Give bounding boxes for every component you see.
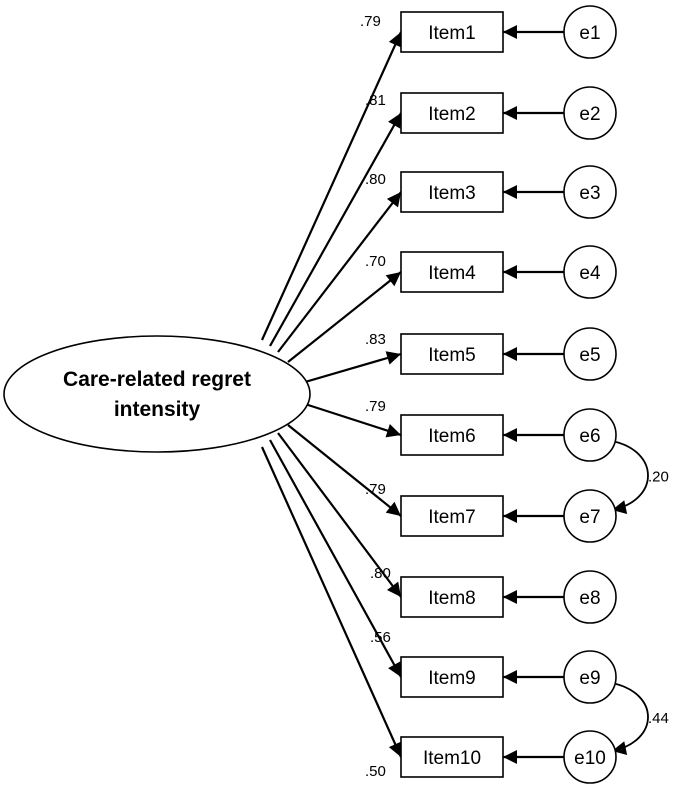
loading-path — [277, 191, 402, 353]
item-label: Item1 — [428, 23, 476, 44]
error-label: e10 — [574, 748, 606, 769]
error-circle — [563, 408, 617, 462]
covariance-label: .44 — [648, 710, 669, 727]
item-label: Item6 — [428, 426, 476, 447]
loading-path — [277, 432, 402, 598]
error-label: e9 — [579, 668, 600, 689]
item-box — [400, 251, 504, 293]
loading-label: .79 — [360, 13, 381, 30]
item-box — [400, 171, 504, 213]
loading-path — [260, 446, 403, 758]
covariance-label: .20 — [648, 469, 669, 486]
indicator-items: Item1Item2Item3Item4Item5Item6Item7Item8… — [400, 11, 504, 778]
item-box — [400, 92, 504, 134]
error-paths — [503, 25, 564, 764]
factor-loading-paths — [260, 31, 403, 758]
item-label: Item4 — [428, 263, 476, 284]
error-label: e8 — [579, 588, 600, 609]
loading-path — [287, 424, 402, 517]
error-circle — [563, 570, 617, 624]
loading-path — [287, 271, 402, 363]
loading-label: .50 — [365, 763, 386, 780]
error-circle — [563, 650, 617, 704]
loading-label: .83 — [365, 331, 386, 348]
loading-path — [304, 402, 402, 438]
item-label: Item3 — [428, 183, 476, 204]
covariance-arc — [596, 431, 649, 514]
loading-path — [304, 351, 402, 384]
item-label: Item2 — [428, 104, 476, 125]
error-circle — [563, 730, 617, 784]
item-box — [400, 576, 504, 618]
loading-path — [269, 112, 402, 347]
item-box — [400, 333, 504, 375]
loading-labels: .79 .81 .80 .70 .83 .79 .79 .80 .56 .50 — [360, 13, 391, 780]
error-circle — [563, 327, 617, 381]
latent-label-line1: Care-related regret — [63, 368, 251, 391]
latent-label-line2: intensity — [114, 398, 201, 421]
loading-label: .70 — [365, 253, 386, 270]
loading-label: .79 — [365, 481, 386, 498]
loading-label: .81 — [365, 92, 386, 109]
latent-ellipse — [3, 335, 311, 453]
error-circle — [563, 245, 617, 299]
item-label: Item9 — [428, 668, 476, 689]
error-label: e6 — [579, 426, 600, 447]
error-circle — [563, 489, 617, 543]
item-label: Item8 — [428, 588, 476, 609]
error-label: e1 — [579, 23, 600, 44]
error-terms: e1 e2 e3 e4 e5 e6 e7 e8 e9 e10 — [563, 5, 617, 784]
error-label: e7 — [579, 507, 600, 528]
error-label: e4 — [579, 263, 601, 284]
item-box — [400, 414, 504, 456]
error-label: e5 — [579, 345, 600, 366]
item-label: Item7 — [428, 507, 476, 528]
loading-path — [260, 31, 403, 341]
loading-label: .80 — [370, 565, 391, 582]
item-box — [400, 495, 504, 537]
error-label: e3 — [579, 183, 600, 204]
error-covariances: .20 .44 — [596, 431, 669, 755]
covariance-arc — [596, 673, 649, 755]
error-circle — [563, 5, 617, 59]
latent-factor: Care-related regret intensity — [3, 335, 311, 453]
loading-label: .56 — [370, 629, 391, 646]
item-box — [400, 656, 504, 698]
item-box — [400, 736, 504, 778]
error-circle — [563, 86, 617, 140]
item-label: Item10 — [423, 748, 481, 769]
loading-path — [269, 439, 402, 678]
error-circle — [563, 165, 617, 219]
item-box — [400, 11, 504, 53]
loading-label: .79 — [365, 398, 386, 415]
loading-label: .80 — [365, 171, 386, 188]
error-label: e2 — [579, 104, 600, 125]
item-label: Item5 — [428, 345, 476, 366]
